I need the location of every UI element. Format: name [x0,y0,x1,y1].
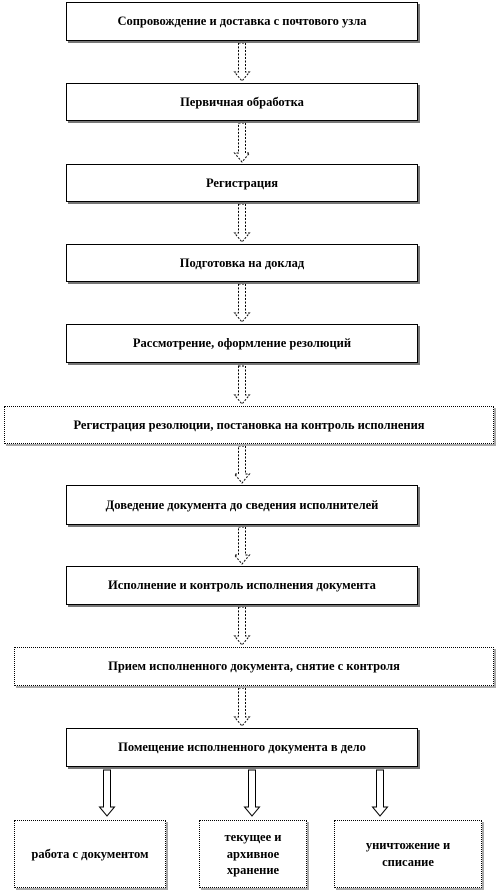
flow-arrow-2 [233,122,251,163]
step-preparation: Подготовка на доклад [66,244,418,282]
outcome-work-with-document: работа с документом [14,820,166,888]
step-acceptance: Прием исполненного документа, снятие с к… [14,647,494,686]
flow-arrow-7 [233,526,251,565]
step-primary-processing: Первичная обработка [66,83,418,121]
flow-arrow-1 [233,42,251,82]
outcome-destruction: уничтожение и списание [334,820,482,888]
step-resolution-registration: Регистрация резолюции, постановка на кон… [4,406,494,444]
step-bring-to-executors: Доведение документа до сведения исполнит… [66,485,418,525]
flow-arrow-to-work [98,769,116,817]
step-review-resolution: Рассмотрение, оформление резолюций [66,324,418,363]
flow-arrow-5 [233,365,251,405]
flow-arrow-9 [233,687,251,727]
flow-arrow-8 [233,606,251,646]
flow-arrow-3 [233,203,251,243]
flow-arrow-to-storage [243,769,261,817]
step-file-placement: Помещение исполненного документа в дело [66,728,418,767]
step-delivery: Сопровождение и доставка с почтового узл… [66,2,418,41]
flow-arrow-to-destruction [371,769,389,817]
step-execution-control: Исполнение и контроль исполнения докумен… [66,566,418,605]
outcome-storage: текущее и архивное хранение [199,820,307,888]
flow-arrow-6 [233,445,251,484]
step-registration: Регистрация [66,164,418,202]
flow-arrow-4 [233,283,251,323]
